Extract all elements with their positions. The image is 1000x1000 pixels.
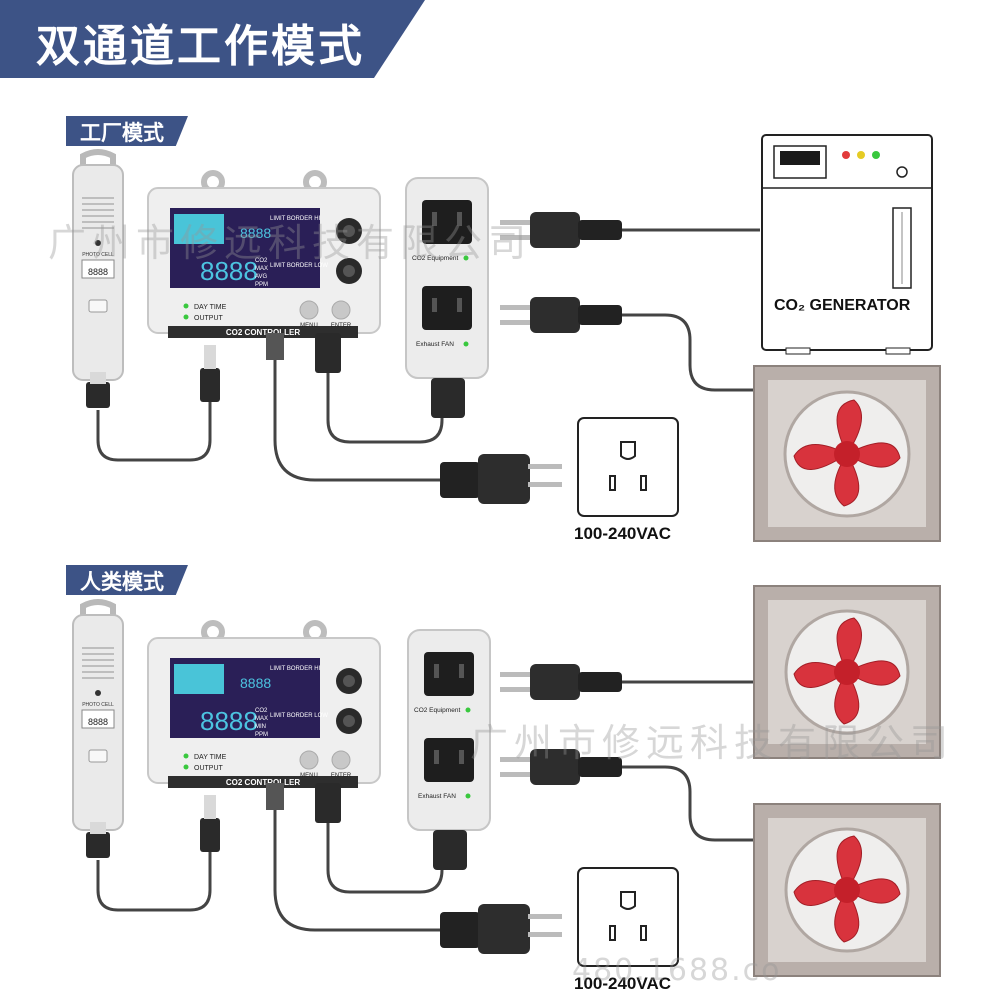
co2-controller: CO2 CONTROLLER 8888 8888 LIMIT BORDER HI…: [148, 173, 380, 373]
controller-name: CO2 CONTROLLER: [226, 328, 300, 337]
enter-label: ENTER: [331, 773, 352, 779]
plug-power-supply: [440, 904, 562, 954]
photo-cell-sensor: PHOTO CELL 8888: [73, 152, 123, 408]
sensor-cable: [98, 850, 210, 910]
outlet2-label: Exhaust FAN: [418, 793, 456, 800]
menu-label: MENU: [300, 773, 318, 779]
watermark-text: 480.1688.co: [572, 953, 782, 988]
sensor-digits: 8888: [88, 267, 108, 277]
outlet1-label: CO2 Equipment: [414, 707, 460, 714]
fan2-cable: [620, 767, 755, 840]
screen-co2: CO2: [255, 708, 268, 714]
menu-label: MENU: [300, 323, 318, 329]
co2-generator-label: CO₂ GENERATOR: [774, 297, 910, 315]
controller-socket-cable: [328, 370, 442, 442]
screen-ppm: PPM: [255, 732, 268, 738]
day-time-label: DAY TIME: [194, 304, 227, 311]
screen-limit-hi: LIMIT BORDER HI: [270, 666, 321, 672]
output-label: OUTPUT: [194, 315, 224, 322]
factory-mode-diagram: PHOTO CELL 8888 CO2 CONTROLLER 8888 8888…: [0, 120, 1000, 560]
watermark-text: 广州市修远科技有限公司: [48, 212, 532, 267]
page-title: 双通道工作模式: [36, 10, 365, 74]
day-time-label: DAY TIME: [194, 754, 227, 761]
photo-cell-sensor: PHOTO CELL 8888: [73, 602, 123, 858]
exhaust-fan: [754, 366, 940, 541]
screen-max: MAX: [255, 716, 268, 722]
watermark-text: 广州市修远科技有限公司: [470, 712, 954, 767]
exhaust-fan-cable: [620, 315, 755, 390]
screen-avg: AVG: [255, 274, 268, 280]
wall-outlet: [578, 418, 678, 516]
enter-label: ENTER: [331, 323, 352, 329]
screen-main-digits: 8888: [200, 706, 258, 736]
plug-fan-1: [500, 664, 622, 700]
wall-outlet: [578, 868, 678, 966]
sensor-digits: 8888: [88, 717, 108, 727]
voltage-label-factory: 100-240VAC: [574, 524, 671, 544]
co2-generator: [762, 135, 932, 354]
outlet2-label: Exhaust FAN: [416, 341, 454, 348]
controller-name: CO2 CONTROLLER: [226, 778, 300, 787]
output-label: OUTPUT: [194, 765, 224, 772]
exhaust-fan-2: [754, 804, 940, 976]
sensor-label: PHOTO CELL: [82, 702, 114, 708]
plug-power-supply: [440, 454, 562, 504]
screen-limit-low: LIMIT BORDER LOW: [270, 713, 328, 719]
screen-ppm: PPM: [255, 282, 268, 288]
screen-small-digits: 8888: [240, 675, 271, 691]
screen-min: MIN: [255, 724, 266, 730]
co2-controller: CO2 CONTROLLER 8888 8888 LIMIT BORDER HI…: [148, 623, 380, 823]
plug-exhaust-fan: [500, 297, 622, 333]
human-mode-diagram: PHOTO CELL 8888 CO2 CONTROLLER 8888 8888…: [0, 570, 1000, 1000]
sensor-cable: [98, 400, 210, 460]
